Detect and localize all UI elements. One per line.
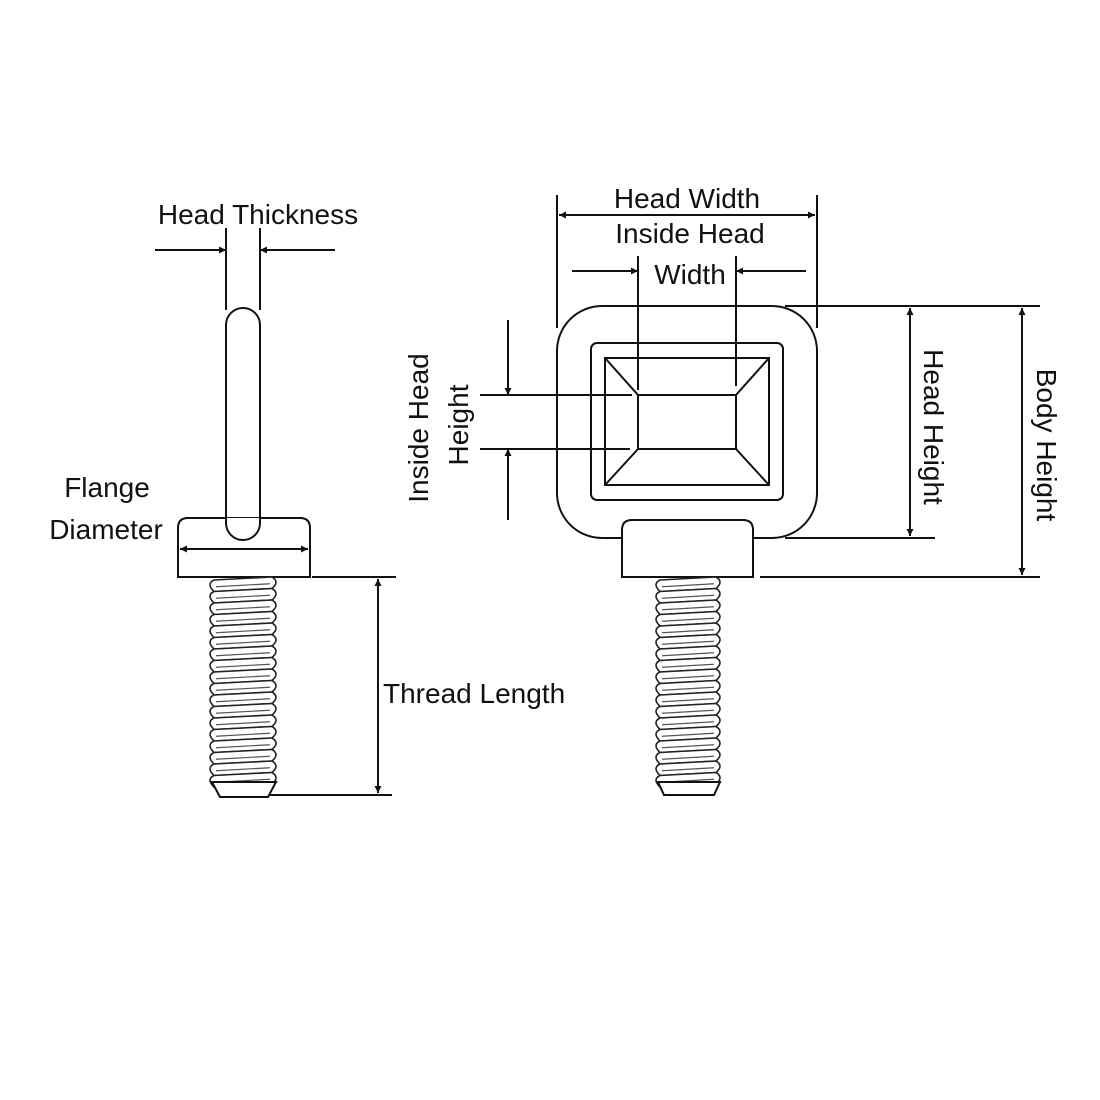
thread-length-label: Thread Length (383, 678, 565, 709)
inside-head-width-label-line1: Inside Head (615, 218, 764, 249)
thread-shade (215, 732, 271, 737)
flange-diameter-label-line2: Diameter (49, 514, 163, 545)
inside-head-height-label-line1: Inside Head (403, 353, 434, 502)
thread-shade (215, 640, 271, 645)
thread-shade (215, 629, 271, 634)
thread-shade (215, 698, 271, 703)
thread-shade (661, 640, 715, 645)
front-inside-opening (637, 394, 737, 450)
flange-diameter-dimension: Flange Diameter (49, 472, 308, 553)
body-height-label: Body Height (1031, 369, 1062, 522)
front-flange (621, 519, 754, 578)
thread-shade (661, 675, 715, 680)
side-thread-tip (210, 781, 278, 798)
thread-shade (215, 675, 271, 680)
thread-shade (215, 663, 271, 668)
thread-shade (661, 629, 715, 634)
body-height-dimension: Body Height (760, 305, 1062, 578)
thread-shade (215, 755, 271, 760)
thread-shade (215, 617, 271, 622)
side-stem-bottom (225, 518, 261, 541)
thread-shade (215, 767, 271, 772)
thread-shade (215, 709, 271, 714)
inside-head-width-label-line2: Width (654, 259, 726, 290)
thread-shade (661, 663, 715, 668)
thread-shade (215, 652, 271, 657)
head-thickness-label: Head Thickness (158, 199, 358, 230)
front-thread-tip (656, 781, 722, 796)
inside-head-width-dimension: Inside Head Width (572, 218, 806, 390)
thread-shade (661, 767, 715, 772)
thread-shade (661, 698, 715, 703)
flange-diameter-label-line1: Flange (64, 472, 150, 503)
head-height-label: Head Height (918, 349, 949, 505)
side-thread (209, 576, 277, 788)
thread-shade (215, 594, 271, 599)
thread-shade (661, 755, 715, 760)
front-thread (655, 576, 721, 788)
thread-shade (215, 686, 271, 691)
head-width-dimension: Head Width (556, 183, 818, 328)
thread-shade (661, 721, 715, 726)
thread-length-dimension: Thread Length (270, 576, 565, 796)
thread-shade (661, 732, 715, 737)
head-width-label: Head Width (614, 183, 760, 214)
inside-head-height-label-line2: Height (443, 384, 474, 465)
head-height-dimension: Head Height (785, 305, 949, 539)
thread-shade (661, 594, 715, 599)
thread-shade (215, 721, 271, 726)
head-thickness-dimension: Head Thickness (155, 199, 358, 310)
side-head-stem (225, 307, 261, 541)
thread-shade (215, 606, 271, 611)
inside-head-height-dimension: Inside Head Height (403, 320, 632, 520)
thread-shade (661, 744, 715, 749)
thread-shade (661, 583, 715, 588)
thread-shade (661, 709, 715, 714)
side-view (177, 307, 311, 798)
thread-shade (661, 606, 715, 611)
thread-shade (661, 686, 715, 691)
thread-shade (661, 652, 715, 657)
thread-shade (215, 583, 271, 588)
front-view (556, 305, 818, 796)
thread-shade (661, 617, 715, 622)
thread-shade (215, 744, 271, 749)
